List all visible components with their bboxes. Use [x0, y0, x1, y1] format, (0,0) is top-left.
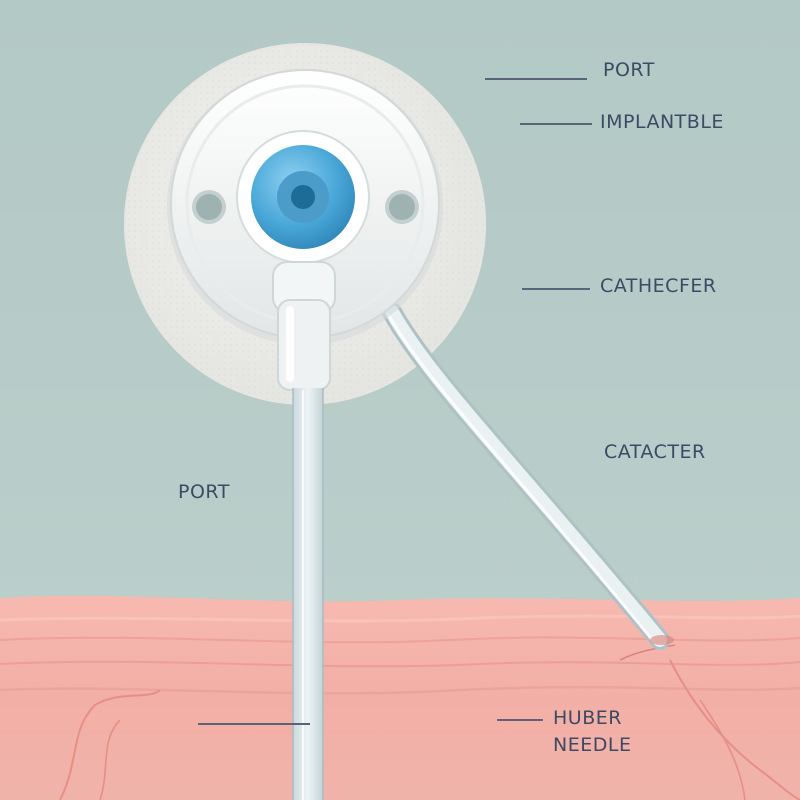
catheter-leader	[522, 288, 590, 290]
implantable-leader	[520, 123, 592, 125]
label-catheter-1: CATHECFER	[600, 275, 717, 297]
septum	[236, 130, 370, 264]
huber-leader	[497, 719, 543, 721]
catheter-tube	[382, 302, 674, 650]
port-top-leader	[485, 78, 587, 80]
outlet-stem	[272, 261, 336, 391]
label-port-left: PORT	[178, 481, 230, 503]
label-implantable: IMPLANTBLE	[600, 111, 724, 133]
label-catheter-2: CATACTER	[604, 441, 706, 463]
left-tube-leader	[198, 723, 310, 725]
label-port-top: PORT	[603, 59, 655, 81]
needle-tube	[292, 388, 324, 800]
skin-tissue	[0, 595, 800, 800]
label-needle: NEEDLE	[553, 734, 632, 756]
label-huber: HUBER	[553, 707, 622, 729]
